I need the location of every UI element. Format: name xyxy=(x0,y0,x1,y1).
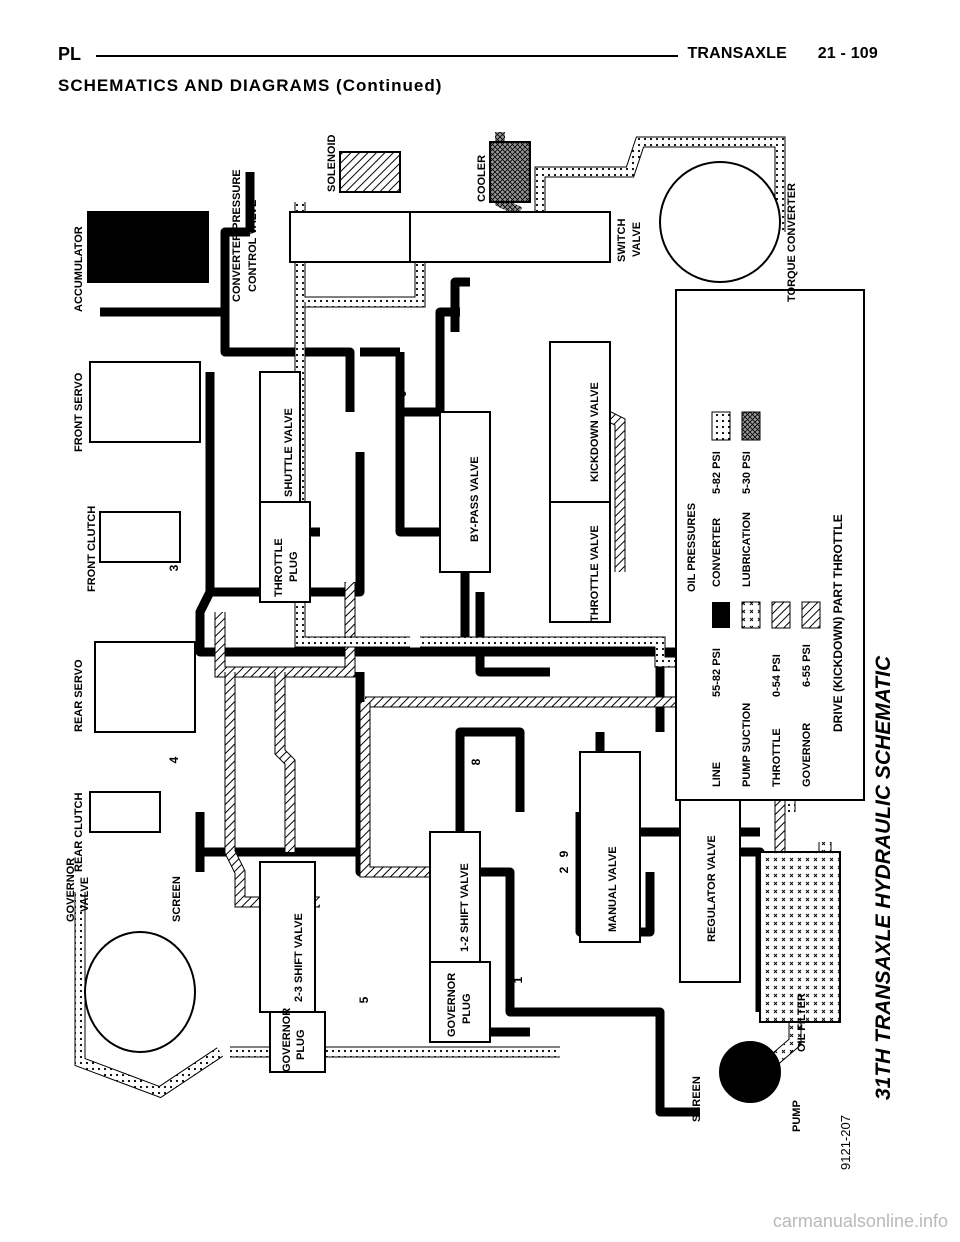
circuit-number-1: 1 xyxy=(511,976,525,983)
manual-valve-body xyxy=(579,751,641,943)
legend-row2-name: PUMP SUCTION xyxy=(741,703,753,787)
header-section: TRANSAXLE xyxy=(687,45,788,62)
legend-swatch-lubrication xyxy=(741,411,761,441)
bypass-valve-body xyxy=(439,411,491,573)
legend-row3-name: THROTTLE xyxy=(771,728,783,787)
circuit-number-6: 6 xyxy=(395,390,409,397)
governor-plug-b-body xyxy=(429,961,491,1043)
label-screen-bottom: SCREEN xyxy=(691,1076,703,1122)
shift-12-valve-body xyxy=(429,831,481,963)
legend-row1-psi2: 5-82 PSI xyxy=(711,451,723,494)
label-screen-top: SCREEN xyxy=(171,876,183,922)
legend-footer: DRIVE (KICKDOWN) PART THROTTLE xyxy=(831,514,845,732)
label-switch-valve-2: VALVE xyxy=(631,222,643,257)
label-shift-12: 1-2 SHIFT VALVE xyxy=(459,863,471,952)
section-title: SCHEMATICS AND DIAGRAMS (Continued) xyxy=(58,76,443,95)
legend-swatch-pump-suction xyxy=(741,601,761,629)
label-governor-valve-2: VALVE xyxy=(79,877,91,912)
legend-row2-psi2: 5-30 PSI xyxy=(741,451,753,494)
label-gov-plug-a-1: GOVERNOR xyxy=(281,1008,293,1072)
legend-row1-name2: CONVERTER xyxy=(711,518,723,587)
label-shuttle-valve: SHUTTLE VALVE xyxy=(283,408,295,497)
label-throttle-plug-2: PLUG xyxy=(288,551,300,582)
figure-id: 9121-207 xyxy=(838,1115,853,1170)
throttle-valve-body xyxy=(549,501,611,623)
label-cooler: COOLER xyxy=(476,155,488,202)
legend-swatch-governor xyxy=(801,601,821,629)
page-header: PL TRANSAXLE 21 - 109 xyxy=(58,42,878,72)
front-clutch-body xyxy=(99,511,181,563)
watermark: carmanualsonline.info xyxy=(772,1211,948,1231)
shift-23-valve-body xyxy=(259,861,316,1013)
legend-row4-name: GOVERNOR xyxy=(801,723,813,787)
legend-title: OIL PRESSURES xyxy=(686,503,698,592)
legend-row1-psi: 55-82 PSI xyxy=(711,648,723,697)
circuit-number-9: 9 xyxy=(557,850,571,857)
label-gov-plug-b-2: PLUG xyxy=(461,993,473,1024)
governor-plug-a-body xyxy=(269,1011,326,1073)
label-rear-clutch: REAR CLUTCH xyxy=(73,793,85,872)
solenoid-body xyxy=(339,151,401,193)
label-torque-converter: TORQUE CONVERTER xyxy=(786,183,798,302)
component-labels: ACCUMULATOR CONVERTER PRESSURE CONTROL V… xyxy=(65,134,808,1132)
label-kickdown-valve: KICKDOWN VALVE xyxy=(589,382,601,482)
legend-content: OIL PRESSURES LINE 55-82 PSI CONVERTER 5… xyxy=(686,411,845,787)
legend-swatch-throttle xyxy=(771,601,791,629)
cooler-body xyxy=(489,141,531,203)
label-pump: PUMP xyxy=(791,1100,803,1132)
label-regulator-valve: REGULATOR VALVE xyxy=(706,835,718,942)
circuit-number-5: 5 xyxy=(357,996,371,1003)
kickdown-valve-body xyxy=(549,341,611,503)
header-model-code: PL xyxy=(58,44,82,64)
header-rule xyxy=(96,55,678,57)
oil-filter-body xyxy=(759,851,841,1023)
throttle-plug-body xyxy=(259,501,311,603)
front-servo-body xyxy=(89,361,201,443)
rear-servo-body xyxy=(94,641,196,733)
label-throttle-valve: THROTTLE VALVE xyxy=(589,525,601,622)
circuit-number-2: 2 xyxy=(557,866,571,873)
label-converter-pressure: CONVERTER PRESSURE xyxy=(231,169,243,302)
shuttle-valve-body xyxy=(259,371,301,503)
label-bypass-valve: BY-PASS VALVE xyxy=(469,456,481,542)
legend-row2-name2: LUBRICATION xyxy=(741,512,753,587)
label-manual-valve: MANUAL VALVE xyxy=(607,846,619,932)
label-front-clutch: FRONT CLUTCH xyxy=(86,506,98,592)
header-right: TRANSAXLE 21 - 109 xyxy=(687,45,878,63)
label-shift-23: 2-3 SHIFT VALVE xyxy=(293,913,305,1002)
label-rear-servo: REAR SERVO xyxy=(73,659,85,732)
header-page-number: 21 - 109 xyxy=(817,45,878,62)
legend-swatch-line xyxy=(712,602,730,628)
label-gov-plug-b-1: GOVERNOR xyxy=(446,973,458,1037)
circuit-number-8: 8 xyxy=(469,758,483,765)
circuit-number-4: 4 xyxy=(167,756,181,763)
label-front-servo: FRONT SERVO xyxy=(73,372,85,452)
rear-clutch-body xyxy=(89,791,161,833)
label-throttle-plug-1: THROTTLE xyxy=(273,538,285,597)
governor-body xyxy=(84,931,196,1053)
accumulator-body xyxy=(87,211,209,283)
circuit-number-3: 3 xyxy=(167,564,181,571)
legend-row3-psi: 0-54 PSI xyxy=(771,654,783,697)
circuit-number-7: 7 xyxy=(209,848,223,855)
label-control-valve: CONTROL VALVE xyxy=(247,200,259,292)
figure-caption: 31TH TRANSAXLE HYDRAULIC SCHEMATIC xyxy=(872,655,895,1100)
label-accumulator: ACCUMULATOR xyxy=(73,226,85,312)
label-switch: SWITCH xyxy=(616,219,628,262)
legend-row1-name: LINE xyxy=(711,762,723,787)
label-governor-valve-1: GOVERNOR xyxy=(65,858,77,922)
legend-box xyxy=(675,289,865,801)
components xyxy=(84,141,841,1103)
hydraulic-schematic: ACCUMULATOR CONVERTER PRESSURE CONTROL V… xyxy=(65,132,865,1132)
label-oil-filter: OIL FILTER xyxy=(796,993,808,1052)
circuit-number-markers: 1 2 3 4 5 6 7 8 9 xyxy=(167,390,571,1003)
torque-converter-body xyxy=(659,161,781,283)
label-gov-plug-a-2: PLUG xyxy=(295,1029,307,1060)
label-solenoid: SOLENOID xyxy=(326,134,338,192)
legend-swatch-converter xyxy=(711,411,731,441)
switch-valve-body xyxy=(409,211,611,263)
pump-body xyxy=(719,1041,781,1103)
legend-row4-psi: 6-55 PSI xyxy=(801,644,813,687)
